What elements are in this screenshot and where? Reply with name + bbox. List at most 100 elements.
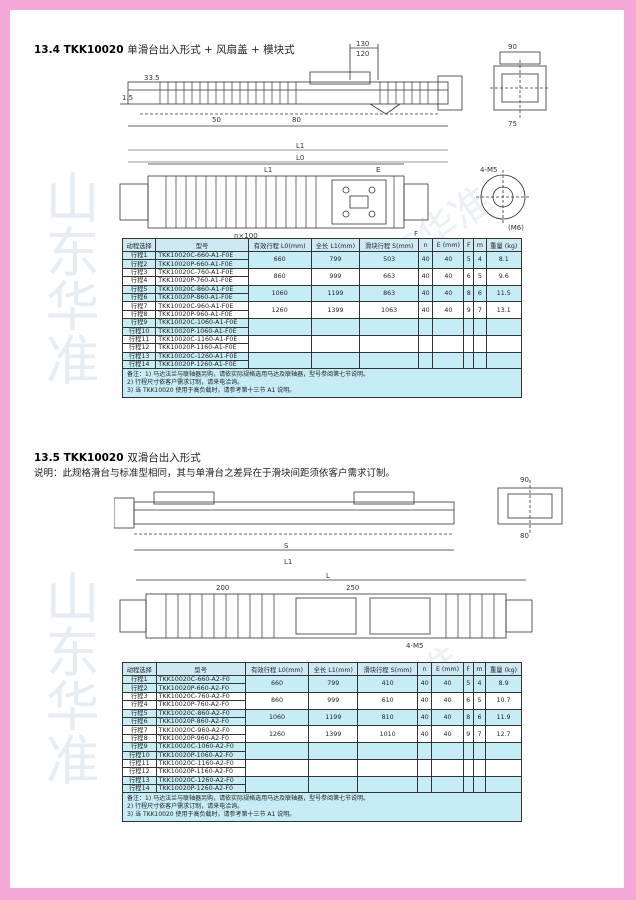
cell-value: 860 [247, 267, 312, 286]
cell-value: 9 [462, 725, 474, 744]
section-2-heading: 13.5 TKK10020 双滑台出入形式 [34, 450, 201, 465]
s2-top-dim-250-label: 250 [346, 584, 359, 592]
section-2-spec-table: 动程选择 型号 有效行程 L0(mm) 全长 L1(mm) 滑块行程 S(mm)… [122, 662, 522, 823]
cell-value [463, 334, 475, 353]
top-dim-e-label: E [376, 166, 380, 174]
col-header: E (mm) [431, 662, 464, 676]
col-header: 有效行程 L0(mm) [244, 662, 310, 676]
section-2-top-view-drawing: 200 250 L 4-M5 [119, 572, 533, 650]
cell-value: 5 [463, 251, 475, 269]
cell-value [416, 742, 433, 760]
cell-value: 40 [418, 284, 434, 303]
cell-value: 7 [472, 725, 487, 744]
cell-stroke-option: 行程8 [121, 309, 157, 320]
cell-value: 5 [473, 267, 487, 286]
cell-value [431, 775, 464, 794]
col-header: 动程选择 [122, 662, 157, 676]
cell-model: TKK10020C-1060-A1-F0E [155, 318, 249, 328]
cell-model: TKK10020C-760-A2-F0 [155, 691, 246, 702]
cell-value: 40 [416, 675, 433, 693]
remarks-row: 备注：1) 马达法兰与联轴器另购，请依实际规格选用马达及联轴器，型号参阅第七节说… [122, 792, 522, 823]
cell-value [472, 775, 487, 794]
cell-value: 40 [432, 284, 465, 303]
document-page: 山东华准 山东华准 山东华准 山东华准 13.4 TKK10020 单滑台出入形… [10, 10, 624, 888]
cell-value: 40 [432, 267, 465, 286]
cell-model: TKK10020P-1060-A2-F0 [155, 750, 246, 760]
cell-value [431, 742, 464, 760]
cell-value: 40 [432, 301, 465, 320]
s2-top-dim-200-label: 200 [216, 584, 229, 592]
col-header: F [462, 662, 474, 676]
cell-value: 11.9 [485, 708, 522, 727]
section-2-number: 13.5 [34, 452, 60, 464]
cell-value: 8.1 [485, 251, 523, 269]
dim-l0-label: L0 [296, 154, 304, 162]
cell-value: 660 [247, 251, 312, 269]
cell-model: TKK10020P-1060-A1-F0E [155, 326, 249, 336]
cell-value: 40 [416, 708, 433, 727]
cell-value [359, 351, 420, 370]
cell-value [357, 758, 418, 777]
col-header: 型号 [155, 238, 249, 252]
cell-value: 6 [463, 267, 475, 286]
cell-value: 503 [359, 251, 420, 269]
cell-model: TKK10020C-660-A1-F0E [155, 250, 249, 261]
cell-value [432, 318, 465, 336]
cell-value: 40 [432, 251, 465, 269]
cell-stroke-option: 行程1 [121, 250, 157, 261]
cell-value [247, 318, 312, 336]
cell-value [308, 775, 359, 794]
cell-value [357, 742, 418, 760]
cell-value [472, 742, 487, 760]
cell-value: 660 [244, 675, 310, 693]
cell-model: TKK10020C-760-A1-F0E [155, 267, 249, 278]
cell-model: TKK10020P-1160-A1-F0E [155, 343, 249, 353]
cell-value: 1260 [244, 725, 310, 744]
cell-value [485, 351, 523, 370]
cell-value [418, 318, 434, 336]
cell-model: TKK10020C-1160-A2-F0 [155, 758, 246, 769]
section-2-title: 双滑台出入形式 [127, 452, 201, 464]
col-header: n [418, 238, 434, 252]
section-1-header-row: 动程选择 型号 有效行程 L0(mm) 全长 L1(mm) 滑块行程 S(mm)… [121, 238, 523, 252]
col-header: 重量 (kg) [485, 238, 523, 252]
s2-top-dim-l-label: L [326, 572, 330, 580]
col-header: F [463, 238, 475, 252]
dim-130-label: 130 [356, 40, 369, 48]
col-header: 全长 L1(mm) [308, 662, 359, 676]
cell-value: 410 [357, 675, 418, 693]
dim-120-label: 120 [356, 50, 369, 58]
col-header: E (mm) [432, 238, 465, 252]
remark-line: 备注：1) 马达法兰与联轴器另购，请依实际规格选用马达及联轴器，型号参阅第七节说… [127, 795, 370, 803]
dim-l1-label: L1 [296, 142, 304, 150]
cell-value: 1063 [359, 301, 420, 320]
cell-value: 863 [359, 284, 420, 303]
cell-model: TKK10020C-860-A1-F0E [155, 284, 249, 294]
cell-stroke-option: 行程9 [122, 742, 157, 752]
cell-stroke-option: 行程3 [121, 267, 157, 278]
section-2-model: TKK10020 [63, 452, 124, 464]
cell-value: 7 [473, 301, 487, 320]
cell-value [310, 334, 361, 353]
end-dim-90-label: 90 [508, 43, 517, 51]
cell-value: 1399 [310, 301, 361, 320]
cell-value [432, 334, 465, 353]
remark-line: 2) 行程尺寸依客户需求订制，请来电洽询。 [127, 379, 244, 387]
cell-stroke-option: 行程2 [121, 259, 157, 269]
cell-value: 40 [431, 725, 464, 744]
cell-model: TKK10020P-960-A2-F0 [155, 733, 246, 744]
cell-value: 799 [308, 675, 359, 693]
section-2-remarks: 备注：1) 马达法兰与联轴器另购，请依实际规格选用马达及联轴器，型号参阅第七节说… [122, 792, 522, 823]
s2-end-dim-90-label: 90 [520, 476, 529, 484]
section-1-side-view-drawing: 130 120 33.5 50 80 1.5 L1 L0 [120, 40, 463, 163]
